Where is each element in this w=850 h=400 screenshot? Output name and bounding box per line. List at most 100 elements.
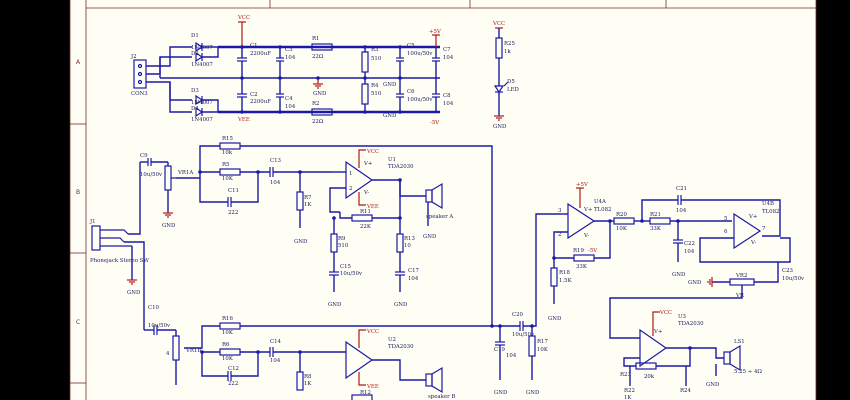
c22-value: 104 bbox=[684, 249, 695, 255]
c14-value: 104 bbox=[270, 358, 281, 364]
r6-value: 10K bbox=[222, 356, 234, 362]
r22-value: 1K bbox=[624, 395, 632, 400]
speaker-a[interactable] bbox=[425, 189, 433, 203]
capacitor-c2[interactable] bbox=[237, 78, 247, 112]
amplifier-u1[interactable] bbox=[345, 160, 374, 200]
potentiometer-vr1a[interactable] bbox=[164, 165, 172, 191]
capacitor-c5[interactable] bbox=[396, 47, 404, 78]
c15-value: 10u/50v bbox=[340, 271, 363, 277]
resistor-r17[interactable] bbox=[528, 335, 536, 357]
c13-value: 104 bbox=[270, 180, 281, 186]
capacitor-c14[interactable] bbox=[269, 347, 274, 357]
phonejack-j1[interactable] bbox=[91, 225, 101, 251]
u3-vplus: V+ bbox=[653, 329, 662, 335]
resistor-r9[interactable] bbox=[330, 233, 338, 253]
c22-designator: C22 bbox=[684, 241, 695, 247]
r18-designator: R18 bbox=[559, 270, 570, 276]
capacitor-c11[interactable] bbox=[227, 197, 232, 207]
resistor-r15[interactable] bbox=[219, 142, 241, 150]
j1-value: Phonejack Stereo SW bbox=[90, 258, 149, 264]
resistor-r13[interactable] bbox=[396, 233, 404, 253]
resistor-r4[interactable] bbox=[361, 83, 369, 105]
opamp-u4a[interactable] bbox=[567, 202, 596, 240]
capacitor-c6[interactable] bbox=[396, 78, 404, 112]
j2-designator: J2 bbox=[130, 54, 137, 60]
u2-value: TDA2030 bbox=[388, 344, 414, 350]
opamp-u4b[interactable] bbox=[733, 212, 762, 250]
resistor-r18[interactable] bbox=[550, 267, 558, 287]
c5-designator: C5 bbox=[407, 43, 415, 49]
ls1-designator: LS1 bbox=[734, 339, 745, 345]
amplifier-u3[interactable] bbox=[639, 328, 668, 368]
resistor-r20[interactable] bbox=[613, 217, 635, 225]
r4-value: 510 bbox=[371, 91, 382, 97]
r13-designator: R13 bbox=[404, 236, 415, 242]
capacitor-c22[interactable] bbox=[673, 239, 683, 244]
capacitor-c17[interactable] bbox=[395, 271, 405, 276]
ground-symbol-j1 bbox=[127, 279, 137, 285]
capacitor-c19[interactable] bbox=[495, 341, 505, 346]
capacitor-c15[interactable] bbox=[329, 271, 339, 276]
r6-designator: R6 bbox=[222, 342, 230, 348]
resistor-r11[interactable] bbox=[351, 214, 373, 222]
u4b-pin6: 6 bbox=[724, 229, 728, 235]
resistor-r8[interactable] bbox=[296, 371, 304, 391]
resistor-r12[interactable] bbox=[351, 394, 373, 400]
r21-value: 33K bbox=[650, 226, 662, 232]
p5v-label-psu: +5V bbox=[429, 29, 441, 35]
c4-value: 104 bbox=[285, 104, 296, 110]
capacitor-c10[interactable] bbox=[144, 325, 176, 335]
resistor-r6[interactable] bbox=[219, 348, 241, 356]
resistor-r3[interactable] bbox=[361, 51, 369, 73]
capacitor-c3[interactable] bbox=[276, 47, 284, 78]
capacitor-c4[interactable] bbox=[276, 78, 284, 112]
zone-label-a: A bbox=[76, 59, 81, 66]
capacitor-c9[interactable] bbox=[140, 158, 168, 166]
r17-designator: R17 bbox=[537, 339, 548, 345]
u1-pin2: 2 bbox=[349, 186, 352, 192]
speaker-a-label: speaker A bbox=[426, 214, 453, 220]
resistor-r1[interactable] bbox=[311, 43, 333, 51]
resistor-r19[interactable] bbox=[573, 254, 595, 262]
potentiometer-vr1b[interactable] bbox=[172, 335, 180, 361]
r1-designator: R1 bbox=[312, 36, 320, 42]
gnd-label-c19: GND bbox=[494, 390, 508, 396]
resistor-r7[interactable] bbox=[296, 191, 304, 211]
speaker-b-label: speaker B bbox=[428, 394, 455, 400]
capacitor-c13[interactable] bbox=[269, 167, 274, 177]
ground-symbol-vr2 bbox=[707, 277, 713, 287]
capacitor-c7[interactable] bbox=[432, 47, 440, 78]
amplifier-u2[interactable] bbox=[345, 340, 374, 380]
c6-value: 100u/50v bbox=[407, 97, 433, 103]
resistor-r25[interactable] bbox=[495, 37, 503, 59]
c4-designator: C4 bbox=[285, 96, 293, 102]
r8-designator: R8 bbox=[304, 374, 312, 380]
gnd-label-spk-a: GND bbox=[423, 234, 437, 240]
r16-value: 10K bbox=[222, 330, 234, 336]
resistor-r23[interactable] bbox=[635, 362, 657, 370]
u1-vcc: VCC bbox=[366, 149, 379, 155]
u4b-vplus: V+ bbox=[748, 214, 757, 220]
r15-value: 10k bbox=[222, 150, 233, 156]
capacitor-c1[interactable] bbox=[237, 47, 247, 78]
capacitor-c21[interactable] bbox=[677, 195, 682, 205]
amplifier-channel-b: C10 10u/50v VR1B 4 R16 10K R6 10K C14 10… bbox=[144, 213, 560, 400]
capacitor-c12[interactable] bbox=[227, 371, 232, 381]
speaker-b[interactable] bbox=[425, 373, 433, 387]
resistor-r21[interactable] bbox=[649, 217, 671, 225]
u2-vcc: VCC bbox=[366, 329, 379, 335]
resistor-r2[interactable] bbox=[311, 108, 333, 116]
potentiometer-vr2[interactable] bbox=[729, 278, 755, 286]
r19-designator: R19 bbox=[573, 248, 584, 254]
c17-value: 104 bbox=[408, 276, 419, 282]
r7-designator: R7 bbox=[304, 195, 312, 201]
u2-vee: VEE bbox=[366, 384, 379, 390]
resistor-r16[interactable] bbox=[219, 322, 241, 330]
filter-section: U4A TL082 3 2 V+ V- +5V R19 -5V 33K R18 … bbox=[548, 182, 805, 400]
capacitor-c8[interactable] bbox=[432, 78, 440, 112]
speaker-ls1[interactable] bbox=[723, 351, 731, 365]
capacitor-c20[interactable] bbox=[519, 321, 524, 331]
c9-designator: C9 bbox=[140, 153, 148, 159]
resistor-r5[interactable] bbox=[219, 168, 241, 176]
